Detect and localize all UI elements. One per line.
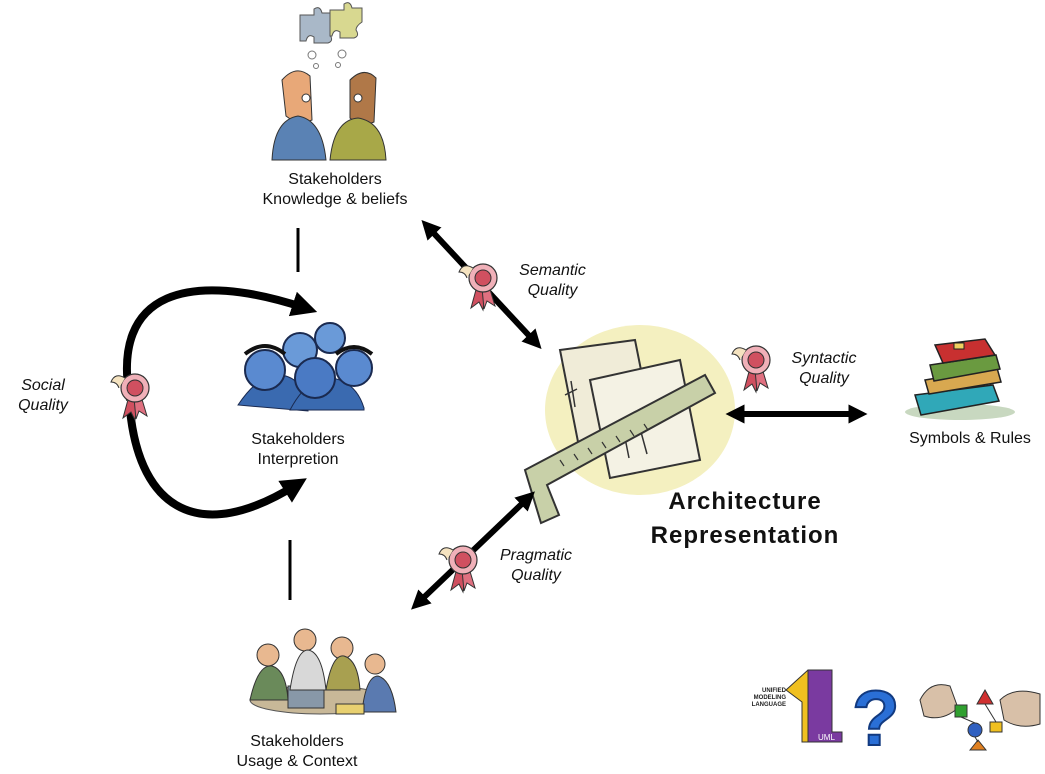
stakeholders-knowledge-illustration	[271, 2, 387, 161]
social-line1: Social	[21, 377, 65, 394]
diagram-hands-illustration	[919, 684, 1041, 751]
semantic-line2: Quality	[527, 281, 578, 299]
uml-word-2: MODELING	[753, 694, 786, 701]
uml-word-3: LANGUAGE	[751, 701, 786, 708]
interpretation-label: Stakeholders Interpretion	[213, 430, 383, 469]
usage-line1: Stakeholders	[250, 733, 344, 750]
pragmatic-line2: Quality	[511, 566, 561, 584]
symbols-label-text: Symbols & Rules	[909, 430, 1031, 447]
syntactic-quality-ribbon-icon	[731, 345, 771, 393]
uml-mark-text: UML	[818, 733, 835, 742]
architecture-representation-illustration	[523, 325, 735, 525]
semantic-quality-label: Semantic Quality	[505, 261, 600, 300]
pragmatic-quality-label: Pragmatic Quality	[486, 546, 586, 585]
syntactic-quality-label: Syntactic Quality	[774, 349, 874, 388]
stakeholders-interpretation-illustration	[237, 322, 374, 412]
semantic-line1: Semantic	[519, 262, 586, 279]
uml-logo: UML	[785, 669, 843, 743]
architecture-line1: Architecture	[668, 488, 822, 515]
stakeholders-usage-illustration	[249, 628, 397, 715]
semantic-quality-ribbon-icon	[458, 263, 498, 311]
social-line2: Quality	[18, 396, 68, 414]
social-loop-top-arrow	[122, 286, 318, 401]
interpretation-line1: Stakeholders	[251, 431, 345, 448]
symbols-rules-label: Symbols & Rules	[895, 429, 1045, 449]
question-mark-icon: ?	[852, 674, 900, 762]
uml-word-1: UNIFIED	[762, 688, 786, 694]
syntactic-line2: Quality	[799, 369, 849, 387]
social-quality-ribbon-icon	[110, 373, 150, 421]
usage-context-label: Stakeholders Usage & Context	[212, 732, 382, 771]
usage-line2: Usage & Context	[236, 752, 358, 770]
pragmatic-line1: Pragmatic	[499, 547, 573, 564]
interpretation-line2: Interpretion	[257, 450, 339, 468]
social-loop-bottom-arrow	[126, 409, 307, 519]
books-illustration	[905, 338, 1015, 420]
architecture-line2: Representation	[650, 521, 840, 549]
knowledge-line2: Knowledge & beliefs	[262, 190, 408, 208]
pragmatic-quality-ribbon-icon	[438, 545, 478, 593]
uml-wordmark: UNIFIED MODELING LANGUAGE	[744, 688, 786, 709]
knowledge-line1: Stakeholders	[288, 171, 382, 188]
social-quality-label: Social Quality	[8, 376, 78, 415]
knowledge-beliefs-label: Stakeholders Knowledge & beliefs	[250, 170, 420, 209]
architecture-representation-label: Architecture Representation	[600, 485, 890, 552]
syntactic-line1: Syntactic	[791, 350, 857, 367]
